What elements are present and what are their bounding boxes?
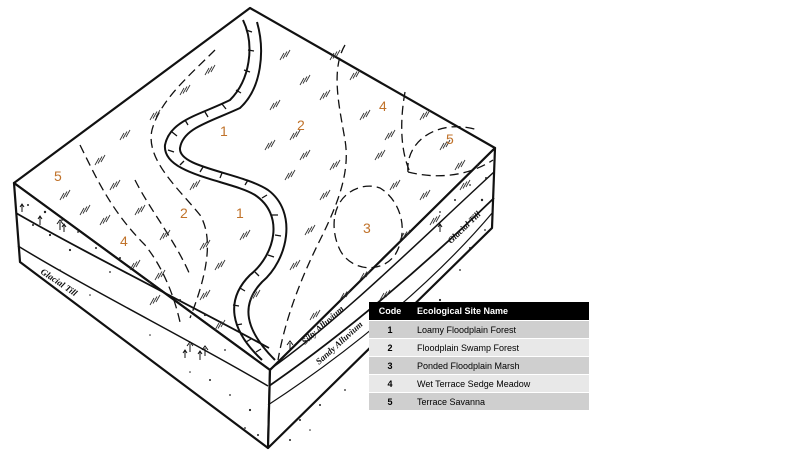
root-marks [19,203,443,360]
strata-line-left-upper [15,212,270,349]
legend-row: 4 Wet Terrace Sedge Meadow [369,374,589,393]
legend-row-name: Wet Terrace Sedge Meadow [411,374,589,393]
legend-header-name: Ecological Site Name [411,302,589,321]
zone-label-2-upper: 2 [297,117,305,133]
river-bank-hatching [167,29,282,353]
boundary-knoll-right [407,126,494,177]
river-bank-west [163,19,275,361]
zone-label-1-lower: 1 [236,205,244,221]
tree-glyphs [56,219,294,356]
river-bank-east [178,21,288,361]
legend-header-row: Code Ecological Site Name [369,302,589,321]
zone-label-5-right: 5 [446,131,454,147]
strata-line-right-upper [268,171,495,371]
legend-row-code: 4 [369,374,411,393]
legend-row: 1 Loamy Floodplain Forest [369,320,589,339]
legend-row-name: Loamy Floodplain Forest [411,320,589,339]
surface-texture-hatching [59,49,471,331]
legend-row: 2 Floodplain Swamp Forest [369,338,589,357]
zone-label-5-left: 5 [54,168,62,184]
zone-label-1-upper: 1 [220,123,228,139]
legend-row: 3 Ponded Floodplain Marsh [369,356,589,375]
zone-label-4-lower: 4 [120,233,128,249]
zone-label-4-upper: 4 [379,98,387,114]
zone-boundaries [79,44,494,361]
boundary-terrace-upper [277,44,347,361]
legend-header-code: Code [369,302,411,321]
sediment-stipple [27,163,487,441]
strata-line-left-lower [17,245,269,387]
legend-row-name: Terrace Savanna [411,392,589,410]
zone-label-3-marsh: 3 [363,220,371,236]
boundary-marsh [333,185,403,269]
ecological-site-legend-table: Code Ecological Site Name 1 Loamy Floodp… [369,302,589,410]
legend-row: 5 Terrace Savanna [369,392,589,410]
legend-row-code: 1 [369,320,411,339]
boundary-terrace-left [79,144,181,323]
zone-label-2-lower: 2 [180,205,188,221]
legend-row-code: 5 [369,392,411,410]
legend-row-name: Ponded Floodplain Marsh [411,356,589,375]
legend-row-code: 3 [369,356,411,375]
legend-row-code: 2 [369,338,411,357]
legend-row-name: Floodplain Swamp Forest [411,338,589,357]
